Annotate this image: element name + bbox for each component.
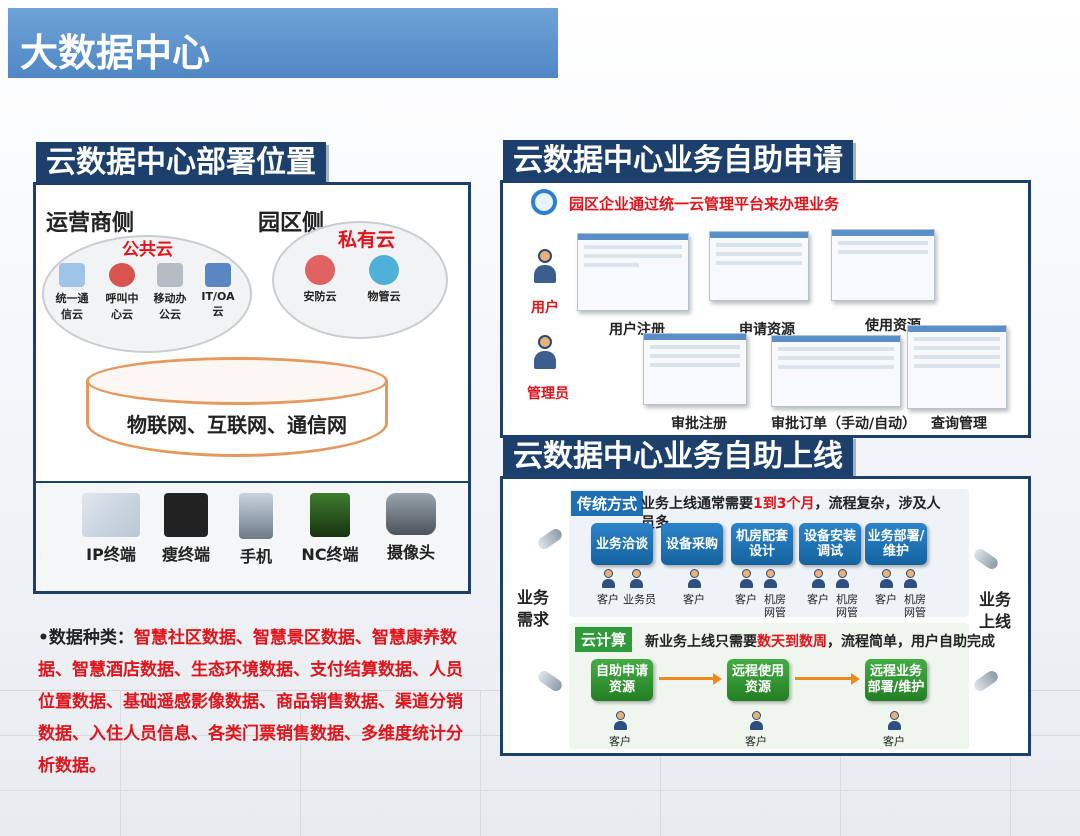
register-screen bbox=[577, 233, 689, 311]
step-self-apply: 自助申请资源 bbox=[591, 659, 653, 701]
step-query: 查询管理 bbox=[931, 416, 987, 432]
device-item: 瘦终端 bbox=[156, 493, 216, 565]
role-label: 客户 bbox=[875, 593, 897, 606]
mobile-phone-icon bbox=[239, 493, 273, 539]
online-label: 业务上线 bbox=[979, 590, 1012, 631]
network-label: 物联网、互联网、通信网 bbox=[127, 413, 347, 437]
private-cloud-shape bbox=[272, 221, 448, 339]
public-cloud-label: 公共云 bbox=[122, 240, 173, 260]
public-item: 统一通信云 bbox=[52, 263, 92, 322]
apply-screen bbox=[709, 231, 809, 301]
self-apply-heading: 云数据中心业务自助申请 bbox=[503, 140, 853, 182]
self-online-panel: 业务需求 业务上线 传统方式 业务上线通常需要1到3个月，流程复杂，涉及人员多 … bbox=[500, 476, 1031, 756]
role-icon bbox=[811, 569, 825, 589]
demand-label: 业务需求 bbox=[517, 588, 550, 629]
device-item: NC终端 bbox=[294, 493, 366, 565]
step-approve-order: 审批订单（手动/自动） bbox=[771, 416, 917, 432]
step-install: 设备安装调试 bbox=[799, 523, 861, 565]
public-item: 移动办公云 bbox=[150, 263, 190, 322]
role-icon bbox=[749, 711, 763, 731]
role-label: 客户 bbox=[807, 593, 829, 606]
role-label: 客户 bbox=[735, 593, 757, 606]
role-label: 机房网管 bbox=[836, 593, 858, 619]
step-approve-register: 审批注册 bbox=[671, 416, 727, 432]
private-cloud-label: 私有云 bbox=[338, 229, 396, 251]
camera-icon bbox=[386, 493, 436, 535]
traditional-tag: 传统方式 bbox=[571, 491, 644, 516]
thin-client-icon bbox=[164, 493, 208, 537]
device-item: 手机 bbox=[226, 493, 286, 567]
arrow-line bbox=[659, 677, 715, 680]
role-label: 客户 bbox=[683, 593, 705, 606]
role-icon bbox=[687, 569, 701, 589]
role-icon bbox=[613, 711, 627, 731]
role-icon bbox=[601, 569, 615, 589]
network-cylinder-top bbox=[86, 357, 388, 405]
arrow-down-left bbox=[535, 668, 565, 694]
callcenter-icon bbox=[109, 263, 135, 287]
approve-register-screen bbox=[643, 333, 747, 405]
mobile-office-icon bbox=[157, 263, 183, 287]
role-icon bbox=[629, 569, 643, 589]
operator-side-label: 运营商侧 bbox=[46, 211, 135, 236]
public-item: 呼叫中心云 bbox=[102, 263, 142, 322]
step-apply: 申请资源 bbox=[739, 322, 795, 338]
step-deploy: 业务部署/维护 bbox=[865, 523, 927, 565]
admin-icon bbox=[533, 335, 557, 371]
role-icon bbox=[879, 569, 893, 589]
device-item: IP终端 bbox=[76, 493, 146, 565]
user-icon bbox=[533, 249, 557, 285]
role-label: 客户 bbox=[883, 735, 905, 748]
phone-cloud-icon bbox=[59, 263, 85, 287]
admin-label: 管理员 bbox=[527, 386, 569, 402]
user-label: 用户 bbox=[531, 300, 559, 316]
arrow-up-left bbox=[535, 526, 565, 552]
deploy-panel: 运营商侧 园区侧 公共云 统一通信云 呼叫中心云 移动办公云 IT/OA云 私有… bbox=[33, 182, 471, 594]
server-icon bbox=[205, 263, 231, 287]
self-apply-panel: 园区企业通过统一云管理平台来办理业务 用户 管理员 用户注册 申请资源 使用资源… bbox=[500, 180, 1031, 438]
role-label: 业务员 bbox=[623, 593, 656, 606]
data-types-text: •数据种类：智慧社区数据、智慧景区数据、智慧康养数据、智慧酒店数据、生态环境数据… bbox=[38, 628, 463, 776]
use-screen bbox=[831, 229, 935, 301]
cloud-desc: 新业务上线只需要数天到数周，流程简单，用户自助完成 bbox=[645, 634, 995, 650]
role-icon bbox=[763, 569, 777, 589]
role-label: 客户 bbox=[745, 735, 767, 748]
arrow-right-icon bbox=[851, 673, 860, 685]
arrow-line bbox=[795, 677, 853, 680]
query-screen bbox=[907, 325, 1007, 409]
nc-terminal-icon bbox=[310, 493, 350, 537]
role-label: 客户 bbox=[597, 593, 619, 606]
cloud-tag: 云计算 bbox=[575, 627, 633, 652]
approve-order-screen bbox=[771, 335, 901, 407]
role-label: 客户 bbox=[609, 735, 631, 748]
property-icon bbox=[369, 255, 399, 285]
role-icon bbox=[739, 569, 753, 589]
step-remote-use: 远程使用资源 bbox=[727, 659, 789, 701]
role-icon bbox=[835, 569, 849, 589]
arrow-right-icon bbox=[713, 673, 722, 685]
ip-phone-icon bbox=[82, 493, 140, 537]
step-negotiate: 业务洽谈 bbox=[591, 523, 653, 565]
page-title: 大数据中心 bbox=[8, 8, 558, 78]
device-item: 摄像头 bbox=[376, 493, 446, 563]
ie-icon bbox=[531, 189, 557, 215]
step-design: 机房配套设计 bbox=[731, 523, 793, 565]
role-icon bbox=[903, 569, 917, 589]
role-label: 机房网管 bbox=[904, 593, 926, 619]
deploy-heading: 云数据中心部署位置 bbox=[36, 142, 326, 184]
security-icon bbox=[305, 255, 335, 285]
private-item: 物管云 bbox=[362, 255, 406, 304]
arrow-up-right bbox=[971, 546, 1001, 572]
self-online-heading: 云数据中心业务自助上线 bbox=[503, 436, 853, 478]
arrow-down-right bbox=[971, 668, 1001, 694]
step-remote-deploy: 远程业务部署/维护 bbox=[865, 659, 927, 701]
private-item: 安防云 bbox=[298, 255, 342, 304]
step-procure: 设备采购 bbox=[661, 523, 723, 565]
public-cloud-shape bbox=[42, 235, 252, 353]
public-item: IT/OA云 bbox=[198, 263, 238, 319]
self-apply-intro: 园区企业通过统一云管理平台来办理业务 bbox=[569, 195, 840, 213]
role-icon bbox=[887, 711, 901, 731]
role-label: 机房网管 bbox=[764, 593, 786, 619]
